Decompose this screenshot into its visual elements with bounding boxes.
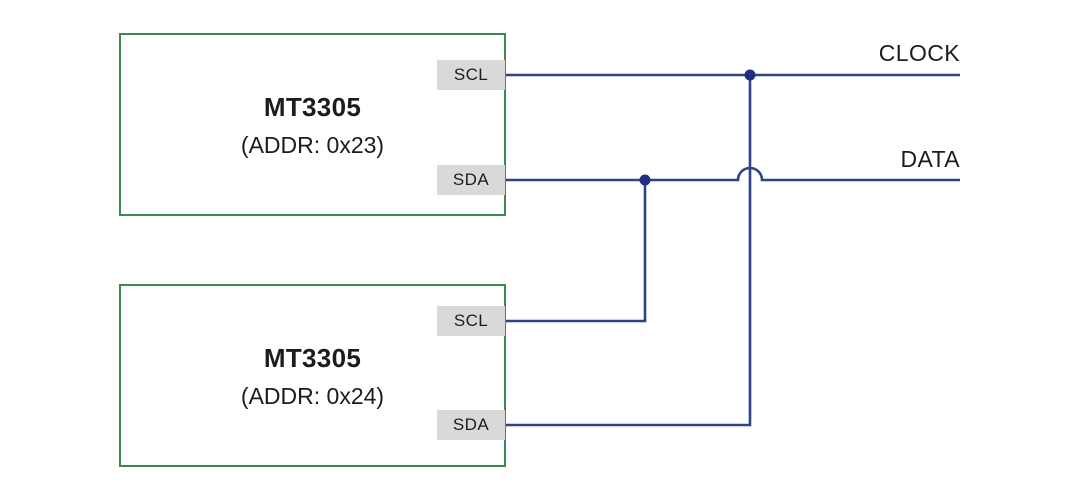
- chip-2-name: MT3305: [263, 343, 362, 373]
- wire-clock-branch-to-lower-sda: [505, 75, 752, 427]
- chip-2-address: (ADDR: 0x24): [240, 383, 385, 409]
- chip-1-address: (ADDR: 0x23): [240, 132, 385, 158]
- junction-dot-data: [639, 174, 651, 186]
- chip-1-name: MT3305: [263, 92, 362, 122]
- chip-2-pin-scl[interactable]: SCL: [437, 306, 505, 336]
- chip-2-pin-sda[interactable]: SDA: [437, 410, 505, 440]
- bus-label-clock: CLOCK: [878, 40, 960, 66]
- junction-dot-clock: [744, 69, 756, 81]
- wire-data-branch-to-lower-scl: [505, 180, 647, 323]
- chip-1-pin-scl[interactable]: SCL: [437, 60, 505, 90]
- chip-1-pin-sda[interactable]: SDA: [437, 165, 505, 195]
- bus-label-data: DATA: [900, 146, 960, 172]
